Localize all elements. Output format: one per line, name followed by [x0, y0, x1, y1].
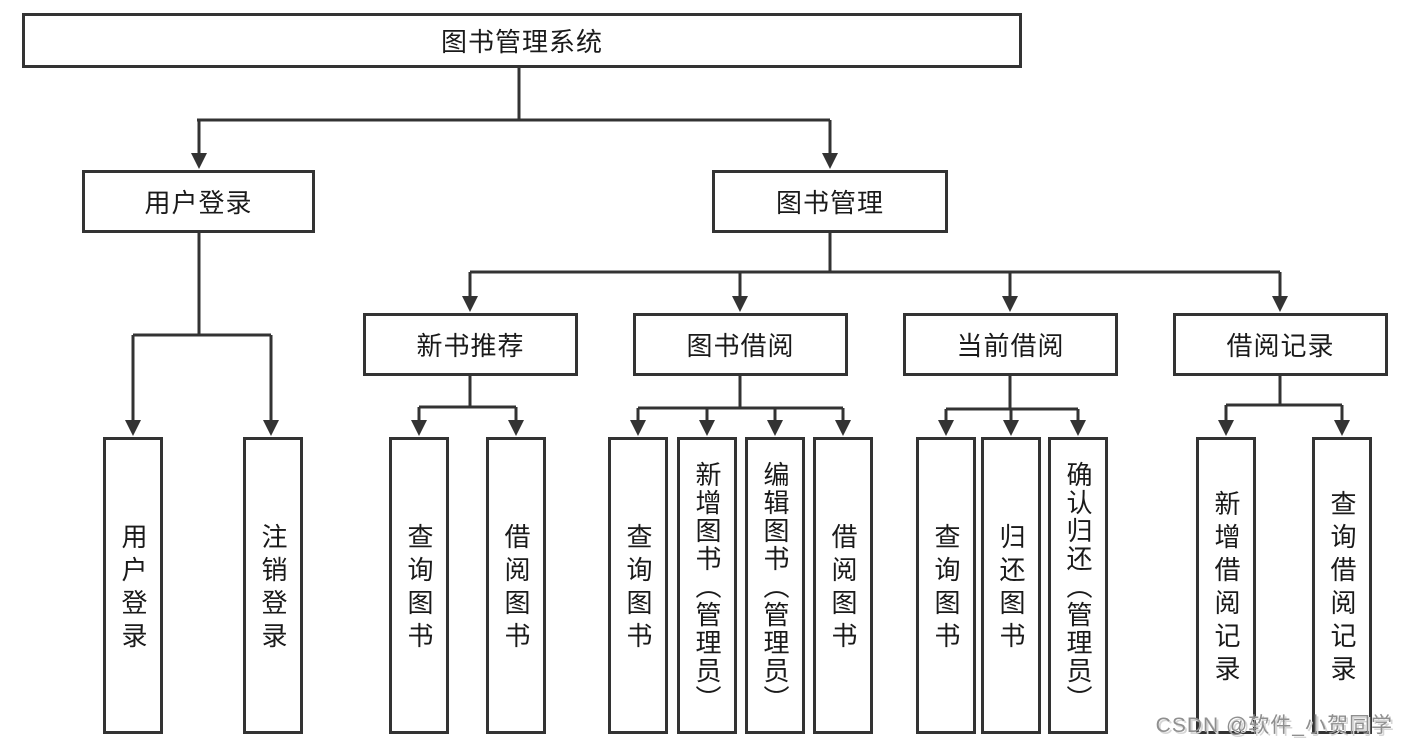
node-user-login: 用户登录	[82, 170, 315, 233]
leaf-query-books-recommend-label: 查询图书	[404, 523, 434, 655]
node-book-borrowing: 图书借阅	[633, 313, 848, 376]
leaf-query-books-borrowing: 查询图书	[608, 437, 668, 734]
leaf-borrow-books-recommend: 借阅图书	[486, 437, 546, 734]
leaf-add-borrow-record-label: 新增借阅记录	[1211, 490, 1241, 688]
leaf-borrow-books: 借阅图书	[813, 437, 873, 734]
leaf-logout-label: 注销登录	[258, 523, 288, 655]
leaf-query-books-recommend: 查询图书	[389, 437, 449, 734]
leaf-user-login: 用户登录	[103, 437, 163, 734]
leaf-borrow-books-label: 借阅图书	[828, 523, 858, 655]
leaf-query-books-current: 查询图书	[916, 437, 976, 734]
leaf-edit-books-admin-label: 编辑图书（管理员）	[760, 460, 790, 713]
leaf-edit-books-admin: 编辑图书（管理员）	[745, 437, 805, 734]
leaf-query-borrow-record-label: 查询借阅记录	[1327, 490, 1357, 688]
leaf-confirm-return-admin-label: 确认归还（管理员）	[1063, 460, 1093, 713]
node-book-management-label: 图书管理	[775, 188, 884, 218]
node-new-book-recommendation-label: 新书推荐	[416, 331, 525, 361]
leaf-logout: 注销登录	[243, 437, 303, 734]
node-user-login-label: 用户登录	[144, 188, 253, 218]
leaf-add-books-admin: 新增图书（管理员）	[677, 437, 737, 734]
node-borrowing-records: 借阅记录	[1173, 313, 1388, 376]
node-book-borrowing-label: 图书借阅	[686, 331, 795, 361]
node-book-management: 图书管理	[712, 170, 948, 233]
leaf-query-books-borrowing-label: 查询图书	[623, 523, 653, 655]
node-current-borrowing-label: 当前借阅	[956, 331, 1065, 361]
node-borrowing-records-label: 借阅记录	[1226, 331, 1335, 361]
leaf-borrow-books-recommend-label: 借阅图书	[501, 523, 531, 655]
leaf-query-borrow-record: 查询借阅记录	[1312, 437, 1372, 734]
node-new-book-recommendation: 新书推荐	[363, 313, 578, 376]
leaf-query-books-current-label: 查询图书	[931, 523, 961, 655]
csdn-watermark: CSDN @软件_小贺同学	[1155, 714, 1393, 737]
root-node-label: 图书管理系统	[440, 27, 603, 57]
leaf-add-books-admin-label: 新增图书（管理员）	[692, 460, 722, 713]
leaf-add-borrow-record: 新增借阅记录	[1196, 437, 1256, 734]
root-node-library-system: 图书管理系统	[22, 13, 1022, 68]
leaf-return-books: 归还图书	[981, 437, 1041, 734]
leaf-user-login-label: 用户登录	[118, 523, 148, 655]
leaf-confirm-return-admin: 确认归还（管理员）	[1048, 437, 1108, 734]
leaf-return-books-label: 归还图书	[996, 523, 1026, 655]
node-current-borrowing: 当前借阅	[903, 313, 1118, 376]
